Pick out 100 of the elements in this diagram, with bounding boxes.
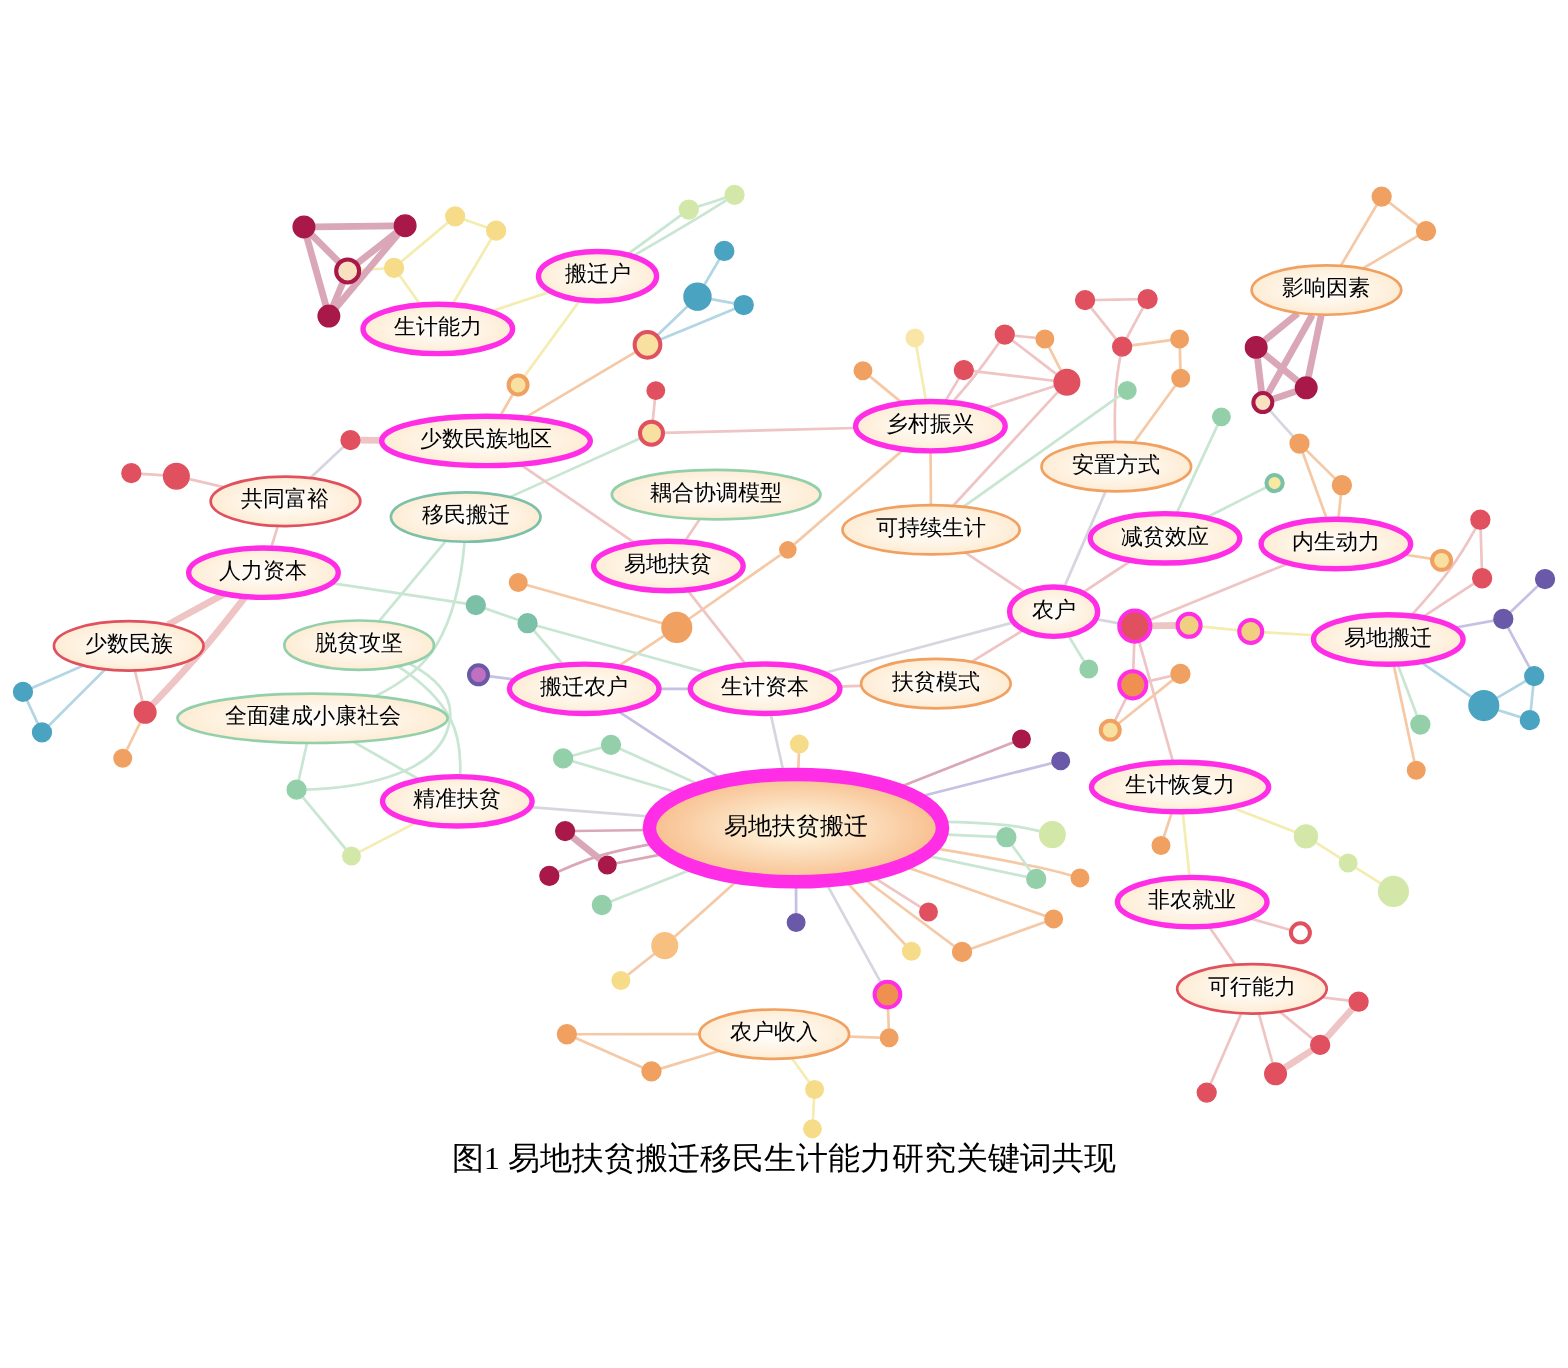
connector: [1047, 345, 1063, 371]
node-ellipse: 人力资本: [185, 544, 341, 600]
node-circle: [1338, 853, 1358, 872]
node-circle: [1237, 617, 1265, 645]
node-circle: [901, 941, 921, 961]
node-circle: [340, 429, 361, 450]
node-circle: [113, 748, 133, 768]
connector: [915, 346, 928, 401]
node-circle: [661, 611, 693, 643]
connector: [971, 628, 1024, 663]
node-circle: [1534, 568, 1556, 589]
node-ellipse: 生计资本: [687, 660, 843, 716]
node-circle: [517, 612, 538, 633]
connector: [1323, 1006, 1355, 1040]
connector: [697, 196, 726, 208]
node-circle: [641, 1060, 662, 1082]
node-circle: [1244, 335, 1268, 359]
node-circle: [508, 572, 528, 592]
node-circle: [342, 846, 361, 865]
node-circle: [12, 681, 34, 702]
connector: [125, 720, 142, 751]
node-circle: [1038, 820, 1066, 848]
node-circle: [678, 198, 699, 220]
connector: [309, 445, 345, 479]
connector: [1133, 384, 1177, 443]
connector: [1125, 306, 1145, 339]
node-circle: [919, 902, 938, 921]
node-circle: [1026, 868, 1047, 889]
connector: [659, 307, 736, 341]
node-circle: [646, 380, 666, 400]
connector: [400, 221, 449, 262]
node-circle: [1519, 709, 1540, 730]
connector: [1529, 685, 1535, 710]
connector: [25, 699, 40, 724]
node-ellipse: 可持续生计: [841, 503, 1022, 556]
connector: [1264, 312, 1316, 396]
node-ellipse: 脱贫攻坚: [283, 618, 436, 671]
node-circle: [805, 1079, 825, 1099]
connector: [1270, 387, 1297, 403]
node-circle: [1098, 718, 1122, 742]
node-circle: [133, 700, 157, 724]
node-circle: [1430, 548, 1454, 572]
node-circle: [445, 205, 466, 226]
node-ellipse: 移民搬迁: [389, 490, 542, 543]
node-circle: [1293, 823, 1319, 848]
node-ellipse: 少数民族: [52, 619, 205, 672]
node-ellipse: 易地扶贫搬迁: [642, 767, 950, 889]
node-circle: [1117, 668, 1149, 700]
node-circle: [714, 240, 735, 261]
caption: 图1 易地扶贫搬迁移民生计能力研究关键词共现: [451, 1139, 1117, 1176]
node-circle: [1079, 659, 1099, 678]
connector: [1454, 618, 1495, 629]
node-circle: [1264, 472, 1285, 493]
node-circle: [953, 359, 974, 380]
node-circle: [591, 894, 613, 915]
node-circle: [879, 1027, 899, 1047]
node-ellipse: 全面建成小康社会: [176, 691, 449, 744]
connector: [1268, 408, 1295, 437]
node-circle: [872, 979, 903, 1009]
node-circle: [994, 323, 1015, 345]
node-circle: [1196, 1081, 1217, 1103]
connector: [330, 280, 347, 307]
connector: [964, 551, 1026, 594]
node-ellipse: 易地搬迁: [1310, 611, 1466, 667]
connector: [656, 304, 689, 337]
connector: [1090, 306, 1118, 340]
connector: [627, 952, 656, 976]
connector: [484, 606, 519, 621]
connector: [133, 670, 144, 702]
connector: [1305, 448, 1336, 479]
node-circle: [1377, 875, 1409, 907]
node-circle: [1415, 220, 1437, 241]
node-ellipse: 减贫效应: [1087, 510, 1243, 566]
node-circle: [465, 594, 486, 615]
node-circle: [789, 734, 809, 754]
node-ellipse: 少数民族地区: [378, 413, 593, 468]
connector: [140, 471, 164, 477]
node-circle: [1044, 908, 1064, 928]
connector: [962, 394, 1121, 508]
connector: [660, 1049, 720, 1070]
node-circle: [1112, 336, 1133, 357]
node-circle: [393, 213, 417, 237]
node-ellipse: 可行能力: [1175, 962, 1329, 1015]
node-ellipse: 非农就业: [1114, 874, 1270, 929]
connector: [1149, 561, 1289, 621]
node-circle: [1410, 713, 1431, 735]
node-circle: [485, 220, 507, 241]
connector: [31, 663, 84, 689]
node-circle: [1493, 608, 1514, 629]
connector: [48, 668, 106, 726]
connector: [306, 662, 452, 791]
node-circle: [786, 912, 806, 932]
connector: [333, 231, 401, 310]
node-circle: [1117, 380, 1137, 400]
node-circle: [1053, 368, 1081, 396]
connector: [1388, 200, 1420, 226]
connector: [1283, 1046, 1314, 1071]
node-circle: [162, 462, 190, 490]
node-circle: [1331, 474, 1353, 495]
node-circle: [1371, 185, 1392, 207]
